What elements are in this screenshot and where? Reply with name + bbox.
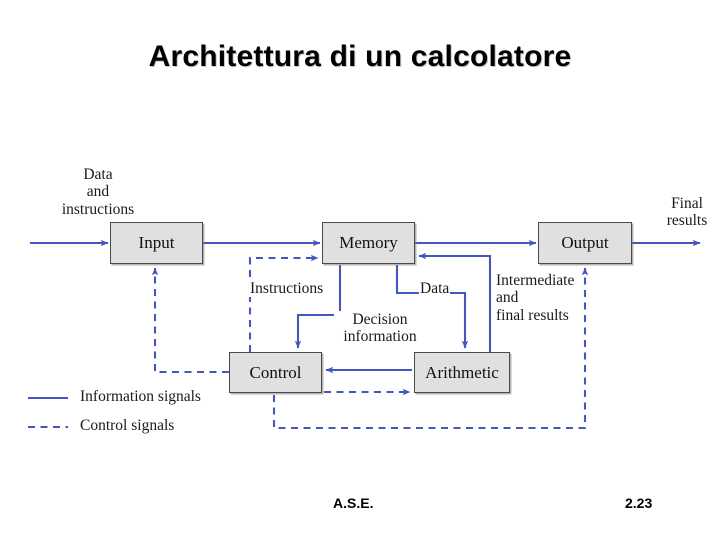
label-decision-information-line1: Decision (352, 311, 408, 328)
label-intermediate-final-results: Intermediate and final results (495, 272, 576, 325)
label-decision-information: Decision information (334, 311, 426, 346)
page-title: Architettura di un calcolatore (148, 40, 572, 73)
edge-memory-to-control (294, 265, 342, 349)
label-intermediate-line3: final results (496, 306, 569, 324)
node-output[interactable]: Output (538, 222, 632, 264)
label-final-results-line2: results (666, 212, 708, 230)
node-memory-label: Memory (339, 233, 398, 252)
label-intermediate-line2: and (496, 289, 519, 307)
legend-label-control-signals: Control signals (80, 417, 175, 434)
label-data-and-instructions-line3: instructions (61, 200, 135, 218)
node-control[interactable]: Control (229, 352, 322, 393)
node-input-label: Input (138, 233, 175, 252)
footer-course-code: A.S.E. (333, 495, 374, 511)
label-data-and-instructions-line1: Data (83, 166, 113, 183)
label-data-and-instructions-line2: and (86, 183, 110, 201)
legend-label-information-signals: Information signals (80, 388, 201, 405)
edge-arithmetic-to-memory (418, 252, 492, 385)
footer-slide-number: 2.23 (625, 495, 653, 511)
node-arithmetic[interactable]: Arithmetic (414, 352, 510, 393)
label-final-results: Final results (655, 195, 719, 230)
edge-control-to-input (151, 267, 229, 374)
label-data-and-instructions: Data and instructions (50, 166, 146, 219)
label-instructions: Instructions (249, 280, 325, 298)
node-memory[interactable]: Memory (322, 222, 415, 264)
node-arithmetic-label: Arithmetic (425, 362, 499, 382)
legend-item-control-signals: Control signals (80, 417, 174, 435)
label-intermediate-line1: Intermediate (496, 272, 575, 289)
edge-control-to-output (272, 267, 589, 430)
node-control-label: Control (249, 362, 302, 382)
label-final-results-line1: Final (671, 195, 703, 212)
label-decision-information-line2: information (343, 328, 417, 346)
node-output-label: Output (561, 233, 609, 252)
edge-control-to-memory (248, 254, 319, 352)
node-input[interactable]: Input (110, 222, 203, 264)
legend-item-information-signals: Information signals (80, 388, 201, 406)
label-data: Data (419, 280, 451, 298)
label-data-line1: Data (420, 280, 450, 297)
architecture-diagram: Input Memory Output Control Arithmetic D… (0, 120, 720, 460)
label-instructions-line1: Instructions (250, 280, 324, 297)
